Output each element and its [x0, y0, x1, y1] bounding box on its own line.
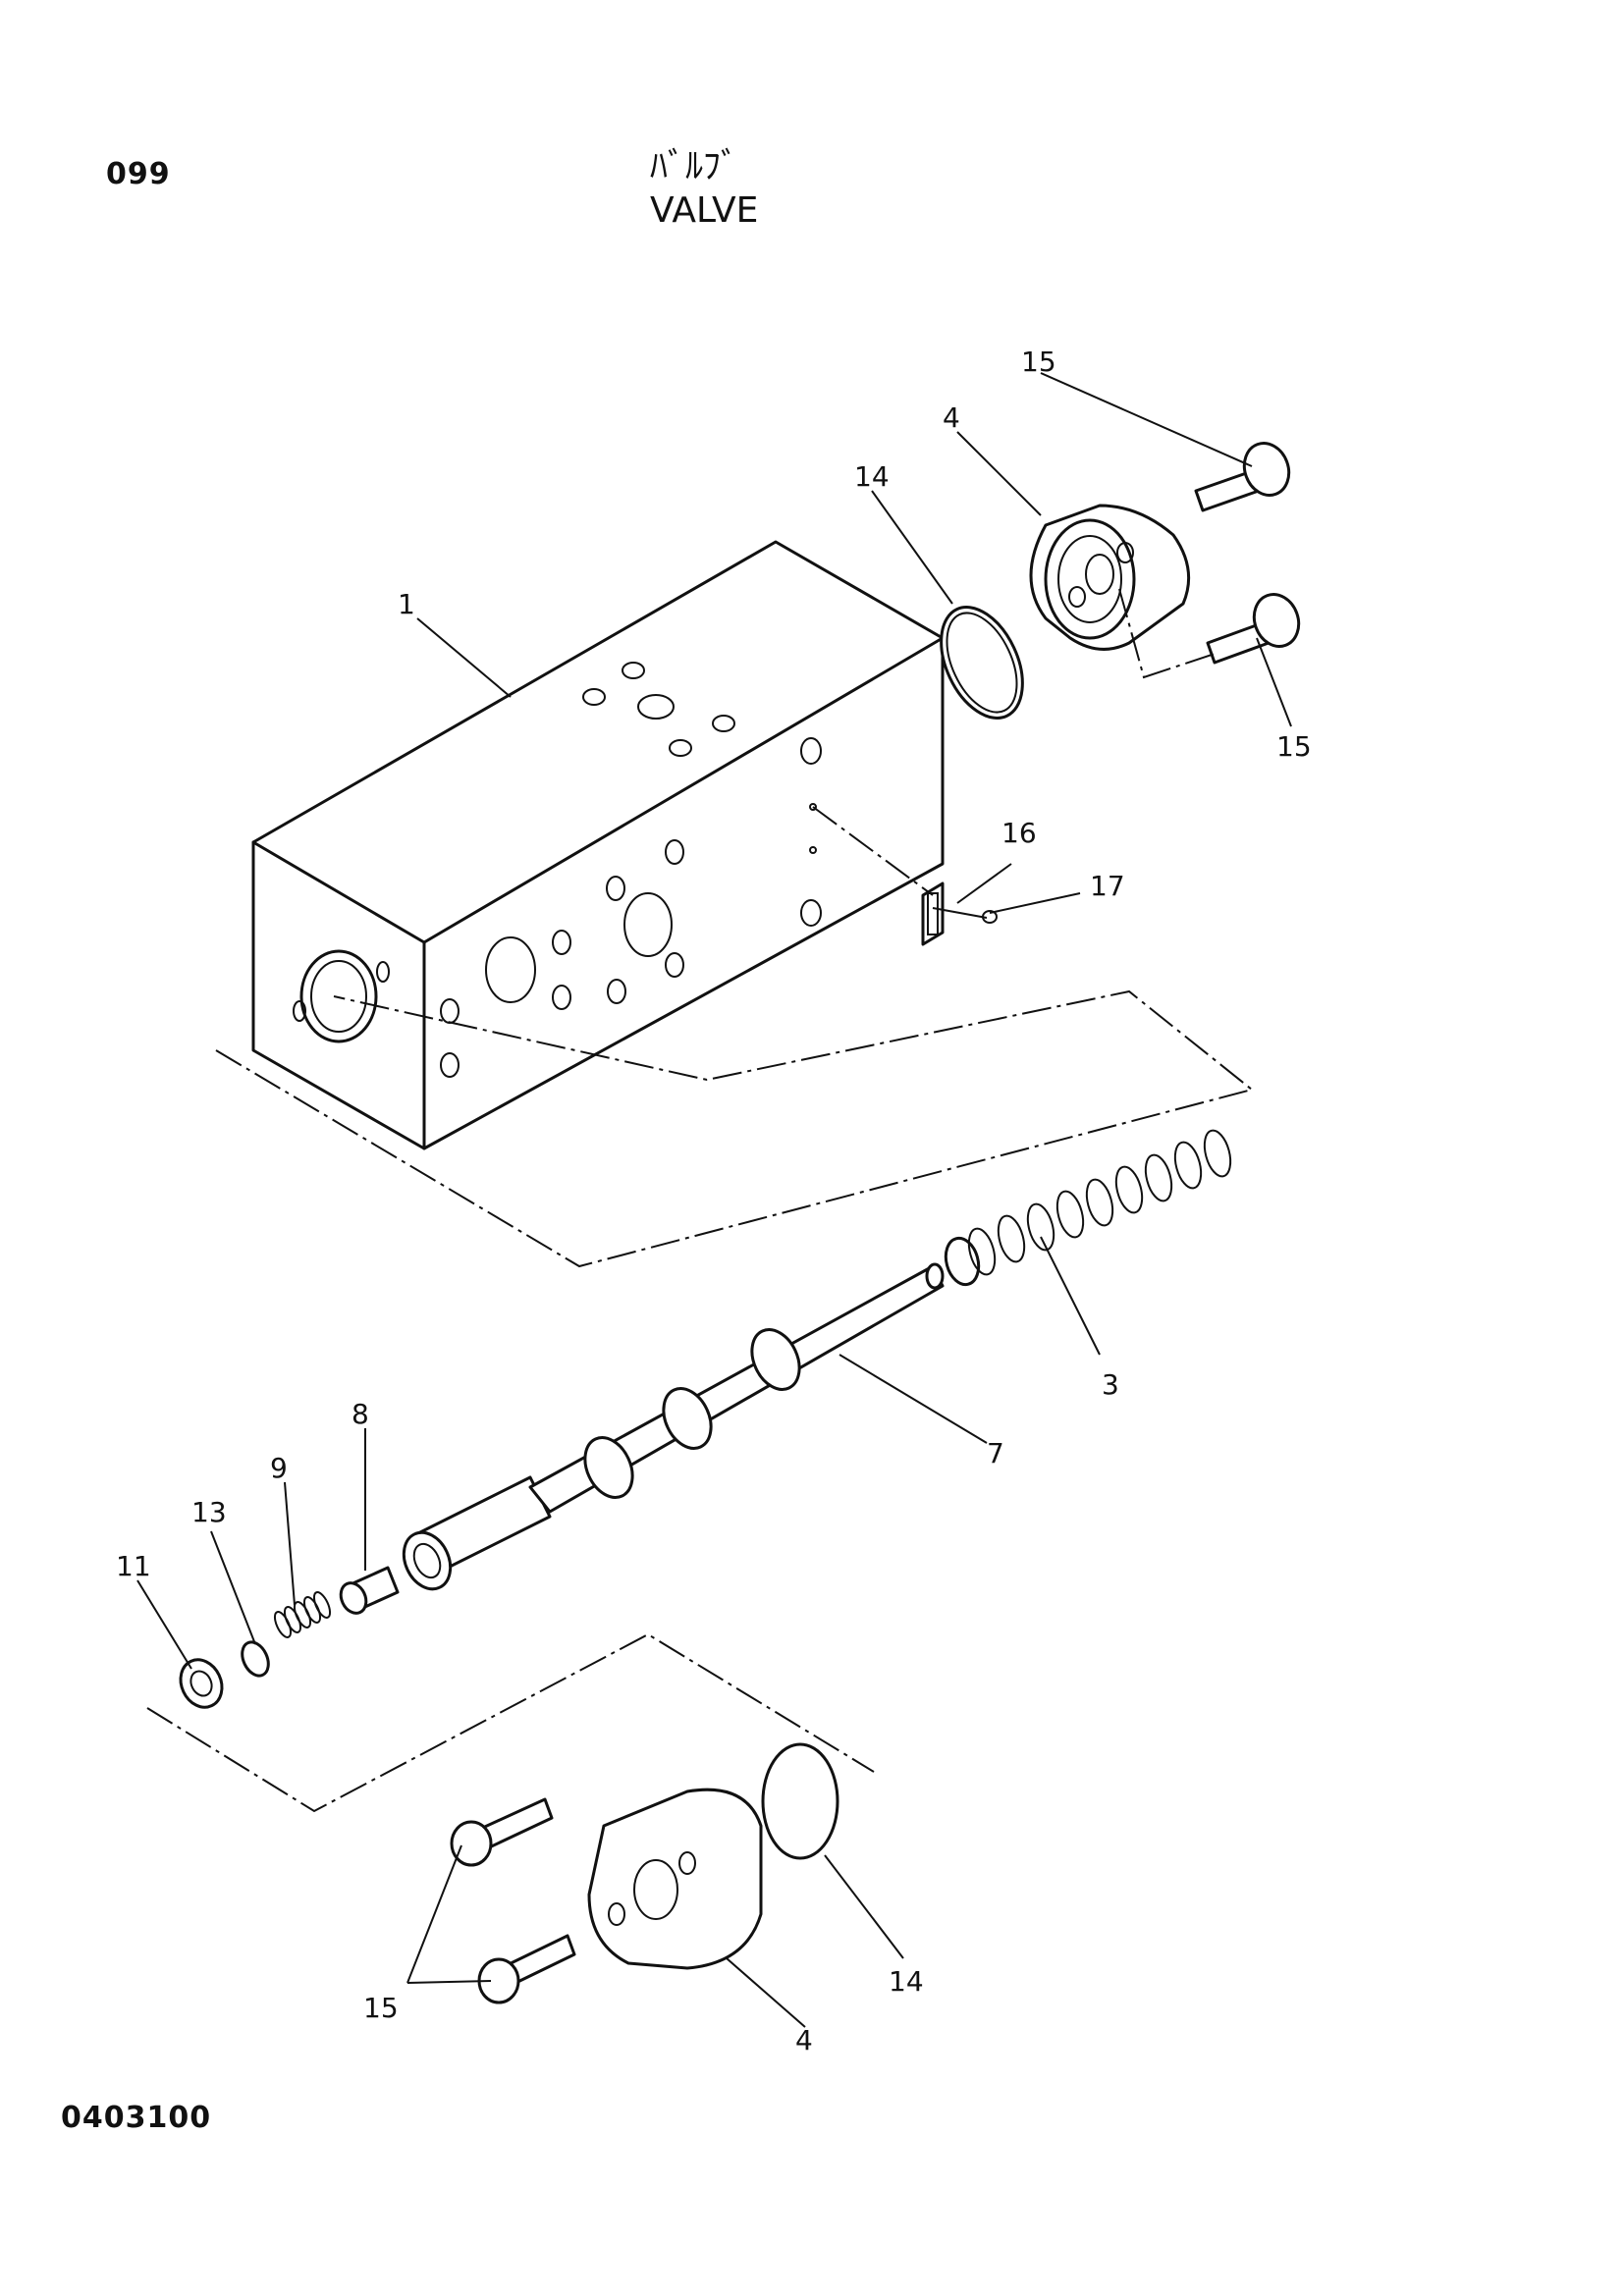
callout-13: 13 [191, 1496, 227, 1528]
nameplate-and-screw [812, 806, 998, 946]
callout-3: 3 [1102, 1368, 1119, 1401]
title-english: VALVE [650, 190, 759, 231]
bottom-cover-assembly [450, 1742, 839, 2004]
title-japanese: ﾊﾞﾙﾌﾞ [650, 146, 738, 187]
callout-15-right: 15 [1276, 730, 1312, 763]
plug-parts [179, 1566, 400, 1709]
callout-15-bottom: 15 [363, 1992, 399, 2024]
assembly-envelope-upper [215, 989, 1255, 1268]
callout-7: 7 [987, 1437, 1004, 1469]
callout-4-bottom: 4 [795, 2024, 813, 2056]
callout-14-top: 14 [854, 460, 890, 493]
spring [944, 1129, 1232, 1287]
callout-17: 17 [1090, 870, 1125, 902]
callout-9: 9 [270, 1452, 288, 1484]
callout-14-bottom: 14 [889, 1965, 924, 1998]
document-code: 0403100 [61, 2101, 212, 2135]
leader-lines [136, 372, 1292, 2028]
top-cover-assembly [940, 442, 1301, 720]
callout-4-top: 4 [943, 401, 960, 434]
callout-15-top: 15 [1021, 346, 1056, 378]
spool [402, 1262, 945, 1591]
assembly-envelope-lower [146, 1632, 875, 1813]
callout-16: 16 [1001, 817, 1037, 849]
valve-body [251, 540, 945, 1150]
callout-11: 11 [116, 1550, 151, 1582]
page-number: 099 [106, 157, 171, 191]
callout-1: 1 [398, 588, 415, 620]
callout-8: 8 [352, 1398, 369, 1430]
